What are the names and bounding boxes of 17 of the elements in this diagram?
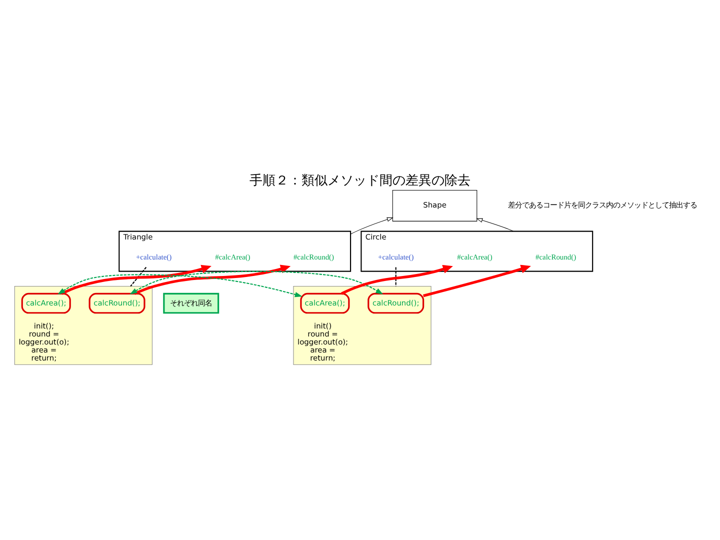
node-text: +calculate() xyxy=(378,252,414,261)
connector xyxy=(395,266,396,286)
node-text: +calculate() xyxy=(136,252,172,261)
arrow xyxy=(58,274,302,297)
arrow xyxy=(61,264,212,294)
arrow xyxy=(134,264,291,294)
arrow xyxy=(130,270,384,294)
diagram-title: 手順２：類似メソッド間の差異の除去 xyxy=(250,173,470,188)
node-text: #calcArea() xyxy=(215,252,250,261)
arrow xyxy=(476,218,514,232)
connector xyxy=(130,266,147,286)
node-text: #calcArea() xyxy=(457,252,492,261)
node-text: #calcRound() xyxy=(293,252,334,261)
arrow xyxy=(341,264,453,294)
arrow xyxy=(423,264,531,297)
node-text: #calcRound() xyxy=(536,252,576,261)
arrow xyxy=(350,216,394,234)
